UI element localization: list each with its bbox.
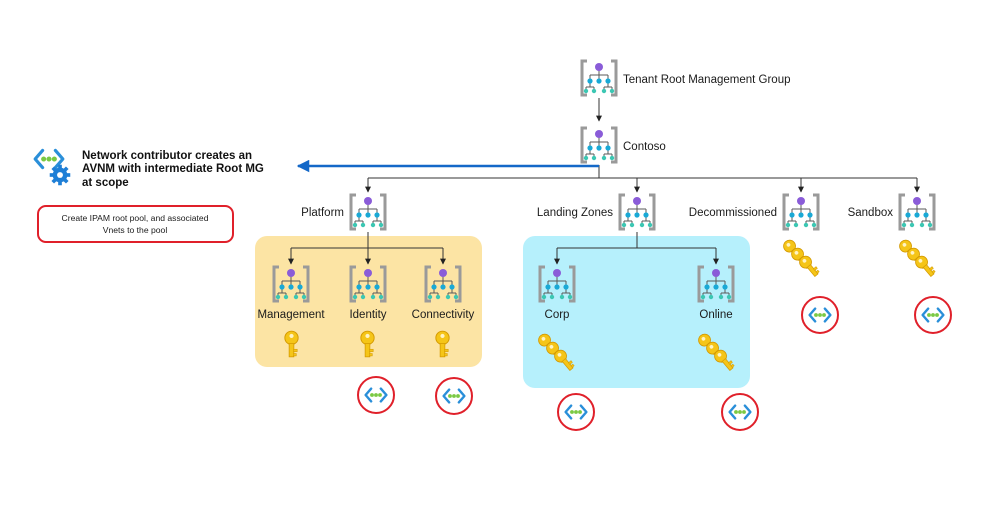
landing-zones-label: Landing Zones (537, 207, 613, 219)
vnet-online (721, 393, 759, 431)
vnet-decommissioned (801, 296, 839, 334)
management-group-icon (580, 59, 618, 97)
hierarchy-connectors (288, 98, 920, 265)
management-label: Management (257, 309, 325, 321)
gear-icon (49, 164, 71, 186)
platform-label: Platform (301, 207, 344, 219)
landing-zones-group-box (523, 236, 750, 388)
ipam-note-line-1: Create IPAM root pool, and associated (62, 213, 209, 223)
corp-label: Corp (545, 309, 570, 321)
vnet-connectivity (435, 377, 473, 415)
callout-line-2: AVNM with intermediate Root MG (82, 163, 264, 175)
management-group-icon (782, 193, 820, 231)
management-group-icon (898, 193, 936, 231)
connectivity-label: Connectivity (412, 309, 475, 321)
sandbox-label: Sandbox (848, 207, 894, 219)
contoso-label: Contoso (623, 141, 666, 153)
ipam-note-line-2: Vnets to the pool (103, 225, 168, 235)
decommissioned-label: Decommissioned (689, 207, 777, 219)
callout-line-1: Network contributor creates an (82, 150, 252, 162)
avnm-callout: Network contributor creates an AVNM with… (33, 148, 264, 189)
management-group-icon (618, 193, 656, 231)
vnet-corp (557, 393, 595, 431)
online-label: Online (699, 309, 732, 321)
subscription-keys-sandbox (896, 237, 938, 280)
management-group-icon (349, 193, 387, 231)
subscription-keys-decommissioned (780, 237, 822, 280)
callout-line-3: at scope (82, 177, 129, 189)
tenant-root-label: Tenant Root Management Group (623, 74, 791, 86)
vnet-sandbox (914, 296, 952, 334)
identity-label: Identity (349, 309, 386, 321)
vnet-identity (357, 376, 395, 414)
management-group-icon (580, 126, 618, 164)
ipam-note: Create IPAM root pool, and associated Vn… (37, 205, 234, 243)
